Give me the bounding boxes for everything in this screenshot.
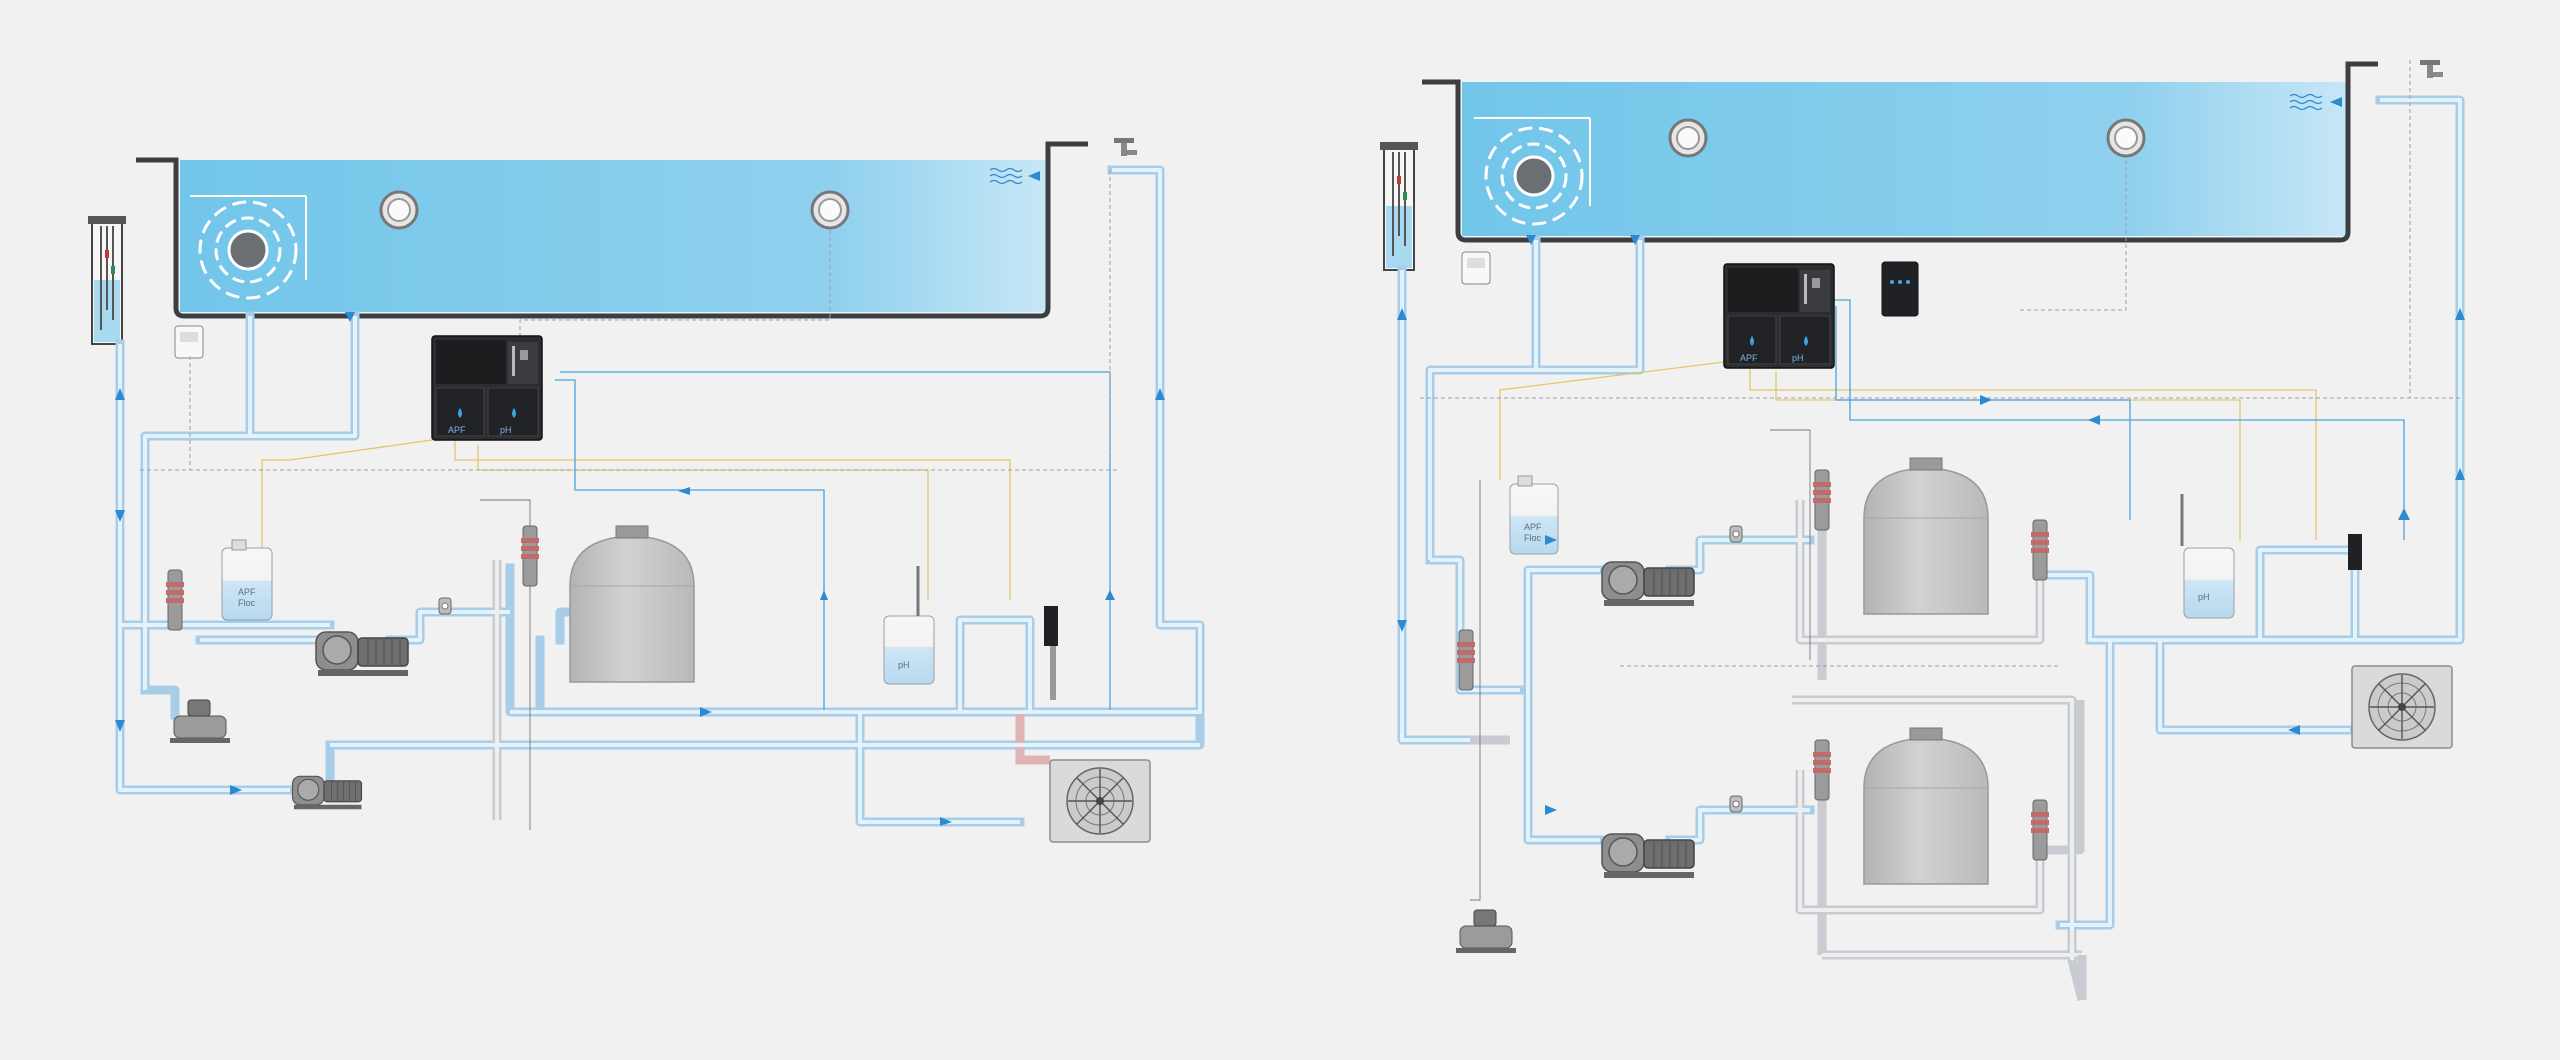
canister-label: pH: [2198, 592, 2210, 602]
canister-ph: pH: [883, 566, 935, 685]
multiport-valve: [438, 597, 452, 615]
controller-label-apf: APF: [448, 425, 466, 435]
booster-pump: [291, 775, 363, 810]
circulation-pump-1: [1601, 561, 1695, 607]
pool-basin: [136, 141, 1088, 319]
pipe-network: [115, 165, 1205, 827]
inline-cartridge: [2030, 799, 2050, 861]
inline-cartridge: [1456, 629, 1476, 691]
canister-label: pH: [898, 660, 910, 670]
water-level-indicator: [1379, 141, 1419, 271]
pipe-network: [1397, 95, 2465, 1002]
inline-cartridge: [520, 525, 540, 587]
sand-filter-2: [1863, 727, 1989, 885]
water-tap: [1114, 138, 1137, 156]
inline-cartridge: [2030, 519, 2050, 581]
multiport-valve-2: [1729, 795, 1743, 813]
water-level-indicator: [87, 215, 127, 345]
heat-pump-fan: [1049, 759, 1151, 843]
controller-label-ph: pH: [500, 425, 512, 435]
sand-filter-1: [1863, 457, 1989, 615]
controller-label-ph: pH: [1792, 353, 1804, 363]
skimmer-1: [1668, 118, 1708, 158]
ph-dosing-cell: [1044, 606, 1058, 646]
skimmer-2: [2106, 118, 2146, 158]
ph-dosing-cell: [2348, 534, 2362, 570]
heat-pump-fan: [2351, 665, 2453, 749]
control-unit-small: [1881, 261, 1919, 317]
sand-filter: [569, 525, 695, 683]
canister-ph: pH: [2183, 547, 2235, 619]
circulation-pump-2: [1601, 833, 1695, 879]
inline-cartridge: [1812, 739, 1832, 801]
air-compressor: [1455, 909, 1517, 954]
inline-cartridge: [165, 569, 185, 631]
skimmer-2: [810, 190, 850, 230]
circulation-pump: [315, 631, 409, 677]
pool-basin: [1422, 61, 2378, 243]
water-tap: [2420, 60, 2443, 78]
multiport-valve-1: [1729, 525, 1743, 543]
skimmer-1: [379, 190, 419, 230]
control-box: [1461, 251, 1491, 285]
control-box: [174, 325, 204, 359]
controller-label-apf: APF: [1740, 353, 1758, 363]
inline-cartridge: [1812, 469, 1832, 531]
flow-arrows: [1397, 235, 2465, 815]
flow-arrows: [115, 312, 1165, 826]
